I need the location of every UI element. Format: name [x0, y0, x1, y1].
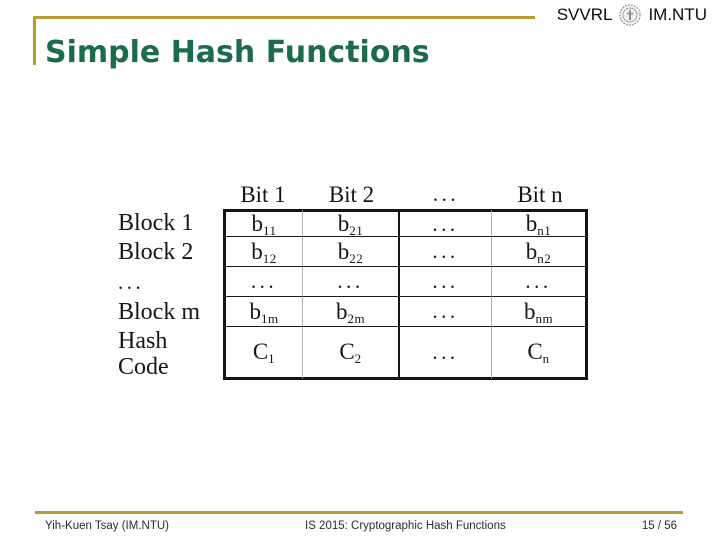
figure-col-header: Bit 2 — [328, 182, 375, 207]
footer-accent-line — [35, 511, 683, 514]
figure-table-cell: bn1 — [492, 209, 588, 237]
figure-table-cell: C1 — [223, 327, 303, 380]
figure-table-cell: b22 — [303, 237, 400, 267]
top-accent-line — [35, 16, 535, 19]
figure-table-cell: b11 — [223, 209, 303, 237]
figure-table-cell: bnm — [492, 297, 588, 327]
figure-table-cell: ... — [303, 267, 400, 297]
figure-table-cell: ... — [400, 237, 492, 267]
left-accent-line — [33, 16, 36, 65]
brand: SVVRL IM.NTU — [557, 4, 707, 26]
figure-table-cell: Cn — [492, 327, 588, 380]
footer: Yih-Kuen Tsay (IM.NTU) IS 2015: Cryptogr… — [0, 520, 720, 536]
figure-table-cell: b1m — [223, 297, 303, 327]
footer-author: Yih-Kuen Tsay (IM.NTU) — [45, 520, 169, 532]
hash-table-figure: Bit 1 Bit 2... Bit n Block 1 Block 2... Block… — [113, 182, 588, 380]
figure-table-cell: ... — [400, 327, 492, 380]
brand-imntu-label: IM.NTU — [648, 5, 707, 24]
figure-row-label: Hash Code — [118, 327, 169, 380]
figure-table-cell: bn2 — [492, 237, 588, 267]
figure-table-cell: ... — [400, 209, 492, 237]
figure-table-cell: C2 — [303, 327, 400, 380]
footer-course: IS 2015: Cryptographic Hash Functions — [305, 520, 506, 532]
footer-page-number: 15 / 56 — [641, 520, 677, 532]
figure-col-header: ... — [432, 182, 460, 206]
figure-table-cell: b2m — [303, 297, 400, 327]
figure-row-label: Block 1 — [118, 210, 194, 236]
figure-col-header: Bit 1 — [240, 182, 286, 207]
figure-table-cell: ... — [223, 267, 303, 297]
slide-title: Simple Hash Functions — [45, 35, 430, 70]
figure-table-cell: ... — [492, 267, 588, 297]
figure-table-cell: ... — [400, 267, 492, 297]
figure-table-cell: b21 — [303, 209, 400, 237]
figure-row-label: ... — [118, 270, 145, 294]
ntu-seal-icon — [619, 4, 642, 26]
figure-row-label: Block 2 — [118, 239, 194, 265]
brand-svvrl-label: SVVRL — [556, 5, 613, 24]
figure-table-cell: ... — [400, 297, 492, 327]
figure-col-header: Bit n — [517, 182, 563, 207]
figure-table-cell: b12 — [223, 237, 303, 267]
figure-row-label: Block m — [118, 299, 200, 325]
